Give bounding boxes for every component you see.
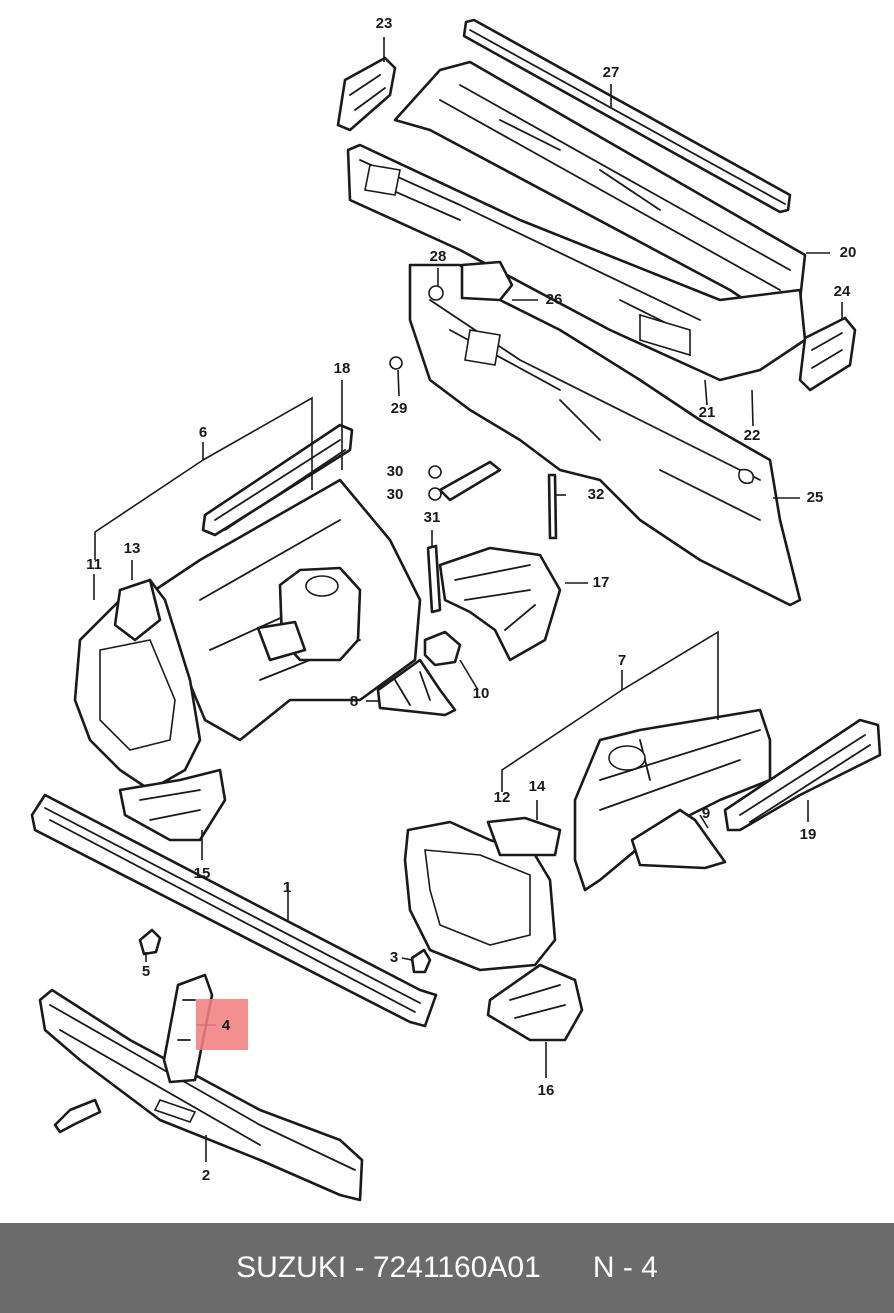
part-number: 7241160A01: [372, 1251, 541, 1284]
parts-diagram: 1 2 3 4 5 6 7 8 9 10 11 12 13 14 15 16 1…: [30, 15, 882, 1202]
part-label: 12: [494, 789, 511, 806]
part-info-footer: SUZUKI - 7241160A01 N - 4: [0, 1223, 894, 1313]
part-label: 32: [588, 486, 605, 503]
part-label: 21: [699, 404, 716, 421]
front-members: [30, 793, 438, 1202]
part-label: 24: [834, 283, 851, 300]
part-label: 19: [800, 826, 817, 843]
part-4-highlight: [196, 999, 248, 1050]
part-label: 26: [546, 291, 563, 308]
part-label: 16: [538, 1082, 555, 1099]
part-label: 7: [618, 652, 626, 669]
part-label: 18: [334, 360, 351, 377]
part-label: 27: [603, 64, 620, 81]
diagram-ref-number: 4: [641, 1251, 658, 1284]
part-label: 6: [199, 424, 207, 441]
part-labels: 1 2 3 4 5 6 7 8 9 10 11 12 13 14 15 16 1…: [86, 15, 856, 1184]
part-label: 10: [473, 685, 490, 702]
part-label: 30: [387, 463, 404, 480]
part-label: 22: [744, 427, 761, 444]
part-label: 20: [840, 244, 857, 261]
part-label: 23: [376, 15, 393, 32]
footer-separator: -: [346, 1251, 373, 1284]
right-apron-assembly: [403, 708, 882, 1042]
part-label: 31: [424, 509, 441, 526]
part-label: 25: [807, 489, 824, 506]
part-label: 14: [529, 778, 546, 795]
part-label: 9: [702, 805, 710, 822]
cowl-dash-assembly: [336, 18, 857, 607]
part-label: 29: [391, 400, 408, 417]
part-label: 15: [194, 865, 211, 882]
part-label: 2: [202, 1167, 210, 1184]
diagram-ref-prefix: N -: [592, 1251, 642, 1284]
part-label: 5: [142, 963, 150, 980]
part-label: 17: [593, 574, 610, 591]
leader-lines: [93, 37, 843, 1162]
brand-name: SUZUKI: [236, 1251, 347, 1284]
part-label: 8: [350, 693, 358, 710]
part-label: 13: [124, 540, 141, 557]
part-label: 4: [222, 1017, 231, 1034]
part-label: 30: [387, 486, 404, 503]
part-label: 11: [86, 556, 102, 573]
part-label: 3: [390, 949, 398, 966]
part-label: 28: [430, 248, 447, 265]
left-apron-assembly: [73, 423, 562, 842]
part-label: 1: [283, 879, 291, 896]
